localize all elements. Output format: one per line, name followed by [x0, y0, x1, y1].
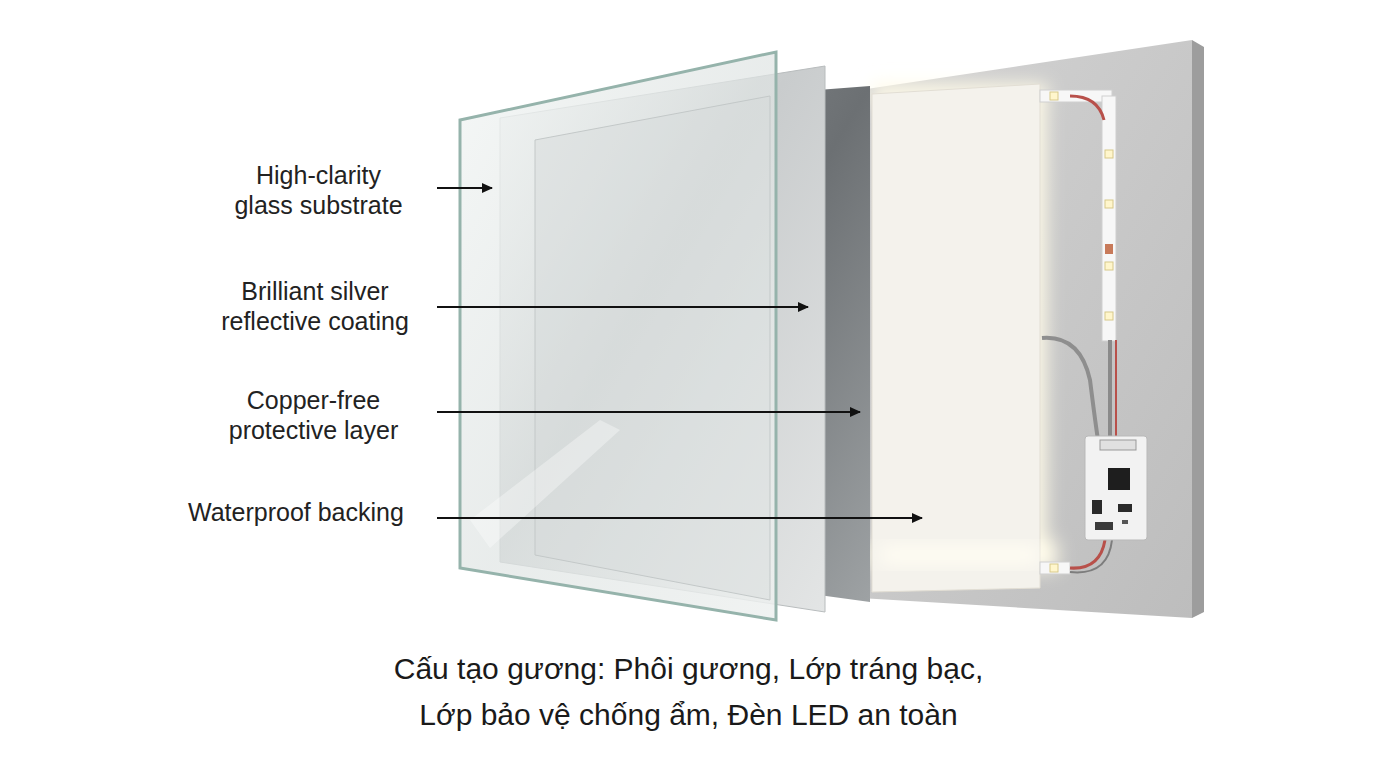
- wire-grey: [1108, 340, 1112, 440]
- wire-bottom-grey: [1070, 540, 1112, 572]
- wire-red: [1070, 96, 1104, 120]
- part-label: Brilliant silver reflective coating: [212, 276, 418, 336]
- leader-arrow: [437, 411, 860, 413]
- wire-cable: [1042, 338, 1098, 440]
- wire-bottom: [1070, 540, 1105, 568]
- back-panel: [860, 40, 1192, 618]
- glass-sheen: [470, 420, 620, 548]
- part-label: High-clarity glass substrate: [228, 160, 409, 220]
- waterproof-backing: [872, 84, 1040, 592]
- wire-red-2: [1115, 340, 1117, 440]
- leader-arrow: [437, 306, 808, 308]
- backing-light: [880, 545, 1040, 565]
- control-board: [1085, 436, 1147, 540]
- glass-substrate: [460, 52, 776, 620]
- part-label: Copper-free protective layer: [211, 385, 416, 445]
- leader-arrow: [437, 517, 922, 519]
- back-panel-edge: [1192, 40, 1204, 618]
- glass-inner: [535, 96, 770, 600]
- part-label: Waterproof backing: [188, 497, 404, 527]
- caption: Cấu tạo gương: Phôi gương, Lớp tráng bạc…: [376, 646, 1001, 738]
- leader-arrow: [437, 187, 492, 189]
